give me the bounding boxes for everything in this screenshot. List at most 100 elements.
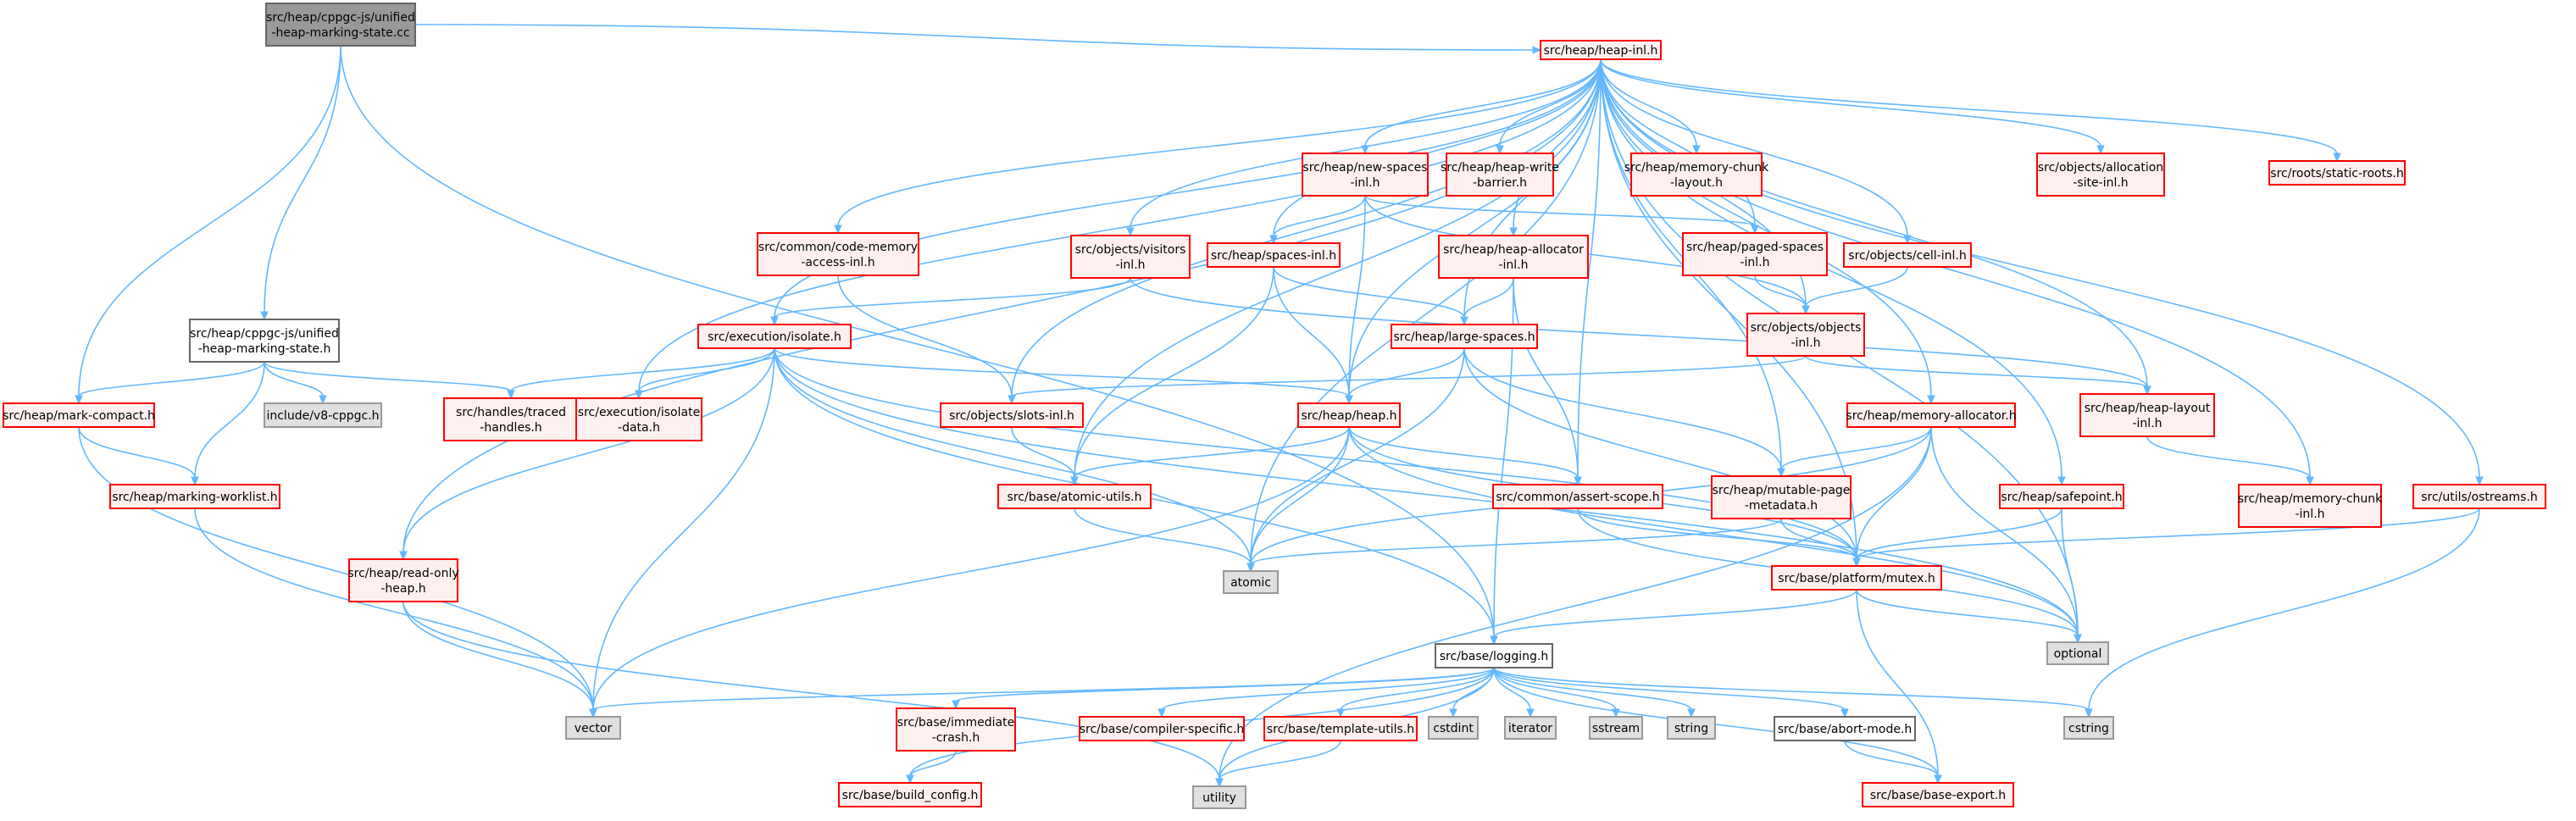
dependency-edge (194, 508, 597, 718)
node-label: src/objects/objects (1751, 321, 1862, 335)
edge-arrowhead (1687, 708, 1696, 718)
node-ostreams[interactable]: src/utils/ostreams.h (2412, 484, 2546, 509)
dependency-edge (635, 347, 775, 400)
dependency-edge (78, 426, 199, 486)
node-label: -metadata.h (1745, 499, 1818, 513)
node-visitors[interactable]: src/objects/visitors-inl.h (1070, 235, 1191, 279)
node-mutex[interactable]: src/base/platform/mutex.h (1771, 565, 1942, 591)
edge-arrowhead (952, 700, 960, 710)
node-atomicutils[interactable]: src/base/atomic-utils.h (997, 484, 1152, 509)
node-box (2079, 393, 2215, 437)
node-label: src/heap/memory-allocator.h (1846, 409, 2016, 423)
edge-arrowhead (319, 395, 327, 405)
node-box (1746, 313, 1865, 357)
node-box (1492, 484, 1663, 509)
node-compspec[interactable]: src/base/compiler-specific.h (1079, 716, 1245, 741)
node-staticroots[interactable]: src/roots/static-roots.h (2268, 160, 2406, 186)
node-assertscope[interactable]: src/common/assert-scope.h (1492, 484, 1663, 509)
node-memchunklayout[interactable]: src/heap/memory-chunk-layout.h (1624, 153, 1769, 197)
dependency-edge (1269, 195, 1366, 245)
node-label: -inl.h (1740, 256, 1769, 269)
node-box (1682, 232, 1828, 276)
node-label: string (1674, 722, 1708, 735)
node-readonly[interactable]: src/heap/read-only-heap.h (347, 558, 459, 602)
node-allocsite[interactable]: src/objects/allocation-site-inl.h (2036, 153, 2165, 197)
node-objectsinl[interactable]: src/objects/objects-inl.h (1746, 313, 1865, 357)
node-label: sstream (1592, 722, 1640, 735)
edge-arrowhead (1777, 468, 1785, 478)
dependency-edge (952, 667, 1495, 710)
node-box (757, 232, 919, 276)
node-logging[interactable]: src/base/logging.h (1435, 643, 1553, 668)
node-isolate[interactable]: src/execution/isolate.h (697, 324, 852, 349)
node-box (2268, 160, 2406, 186)
node-heaph[interactable]: src/heap/heap.h (1297, 402, 1401, 428)
node-markingworklist[interactable]: src/heap/marking-worklist.h (109, 484, 280, 509)
node-box (2238, 484, 2382, 528)
node-largespaces[interactable]: src/heap/large-spaces.h (1391, 324, 1538, 349)
node-label: -access-inl.h (801, 256, 874, 269)
dependency-edge (906, 750, 957, 785)
edge-arrowhead (75, 395, 83, 405)
node-spacesinl[interactable]: src/heap/spaces-inl.h (1207, 242, 1341, 268)
node-utility: utility (1192, 785, 1246, 809)
node-box (2412, 484, 2546, 509)
node-box (1223, 570, 1279, 594)
edge-arrowhead (635, 390, 643, 400)
node-label: src/heap/heap-write (1441, 161, 1559, 175)
node-box (1862, 782, 2014, 807)
node-slotsinl[interactable]: src/objects/slots-inl.h (940, 402, 1084, 428)
node-box (1589, 716, 1643, 740)
node-box (997, 484, 1152, 509)
node-heapwrite[interactable]: src/heap/heap-write-barrier.h (1441, 153, 1559, 197)
dependency-edge (2146, 435, 2314, 486)
node-box (1302, 153, 1429, 197)
node-safepoint[interactable]: src/heap/safepoint.h (1999, 484, 2124, 509)
node-buildconfig[interactable]: src/base/build_config.h (838, 782, 982, 807)
node-pagedspaces[interactable]: src/heap/paged-spaces-inl.h (1682, 232, 1828, 276)
node-heaplayout[interactable]: src/heap/heap-layout-inl.h (2079, 393, 2215, 437)
dependency-edge (1130, 277, 2151, 396)
node-cellinl[interactable]: src/objects/cell-inl.h (1843, 242, 1972, 268)
dependency-edge (1273, 266, 1353, 405)
node-label: src/heap/marking-worklist.h (112, 491, 277, 504)
node-label: src/heap/cppgc-js/unified (190, 327, 339, 341)
dependency-edge (264, 361, 515, 400)
node-unifiedh[interactable]: src/heap/cppgc-js/unified-heap-marking-s… (189, 319, 340, 363)
dependency-edge (1348, 426, 1582, 486)
node-codemem[interactable]: src/common/code-memory-access-inl.h (757, 232, 919, 276)
node-templutils[interactable]: src/base/template-utils.h (1263, 716, 1418, 741)
node-memalloc[interactable]: src/heap/memory-allocator.h (1846, 402, 2017, 428)
dependency-edge (1852, 508, 2062, 568)
node-immcrash[interactable]: src/base/immediate-crash.h (896, 707, 1016, 752)
node-newspaces[interactable]: src/heap/new-spaces-inl.h (1302, 153, 1429, 197)
node-baseexport[interactable]: src/base/base-export.h (1862, 782, 2014, 807)
dependency-edge (834, 58, 1602, 235)
node-heapinl[interactable]: src/heap/heap-inl.h (1540, 40, 1662, 60)
node-label: iterator (1508, 722, 1552, 735)
node-tracedhandles[interactable]: src/handles/traced-handles.h (443, 397, 579, 441)
node-mutablepage[interactable]: src/heap/mutable-page -metadata.h (1711, 475, 1852, 519)
dependency-edge (1805, 355, 2151, 396)
node-label: vector (575, 722, 613, 735)
node-label: src/heap/mutable-page (1713, 484, 1851, 497)
node-abortmode[interactable]: src/base/abort-mode.h (1774, 716, 1916, 741)
node-box (1428, 716, 1479, 740)
node-label: -barrier.h (1473, 176, 1527, 190)
dependency-edge (1600, 58, 2105, 155)
dependency-edge (1126, 58, 1602, 237)
node-cstring: cstring (2063, 716, 2114, 740)
dependency-edge (1930, 426, 2082, 644)
node-isolatedata[interactable]: src/execution/isolate-data.h (575, 397, 702, 441)
node-label: src/heap/new-spaces (1302, 161, 1427, 175)
node-label: src/handles/traced (456, 406, 566, 419)
node-heapalloc[interactable]: src/heap/heap-allocator-inl.h (1438, 235, 1589, 279)
node-label: src/heap/heap.h (1301, 409, 1396, 423)
node-v8cppgc: include/v8-cppgc.h (264, 402, 382, 428)
node-memchunkinl[interactable]: src/heap/memory-chunk-inl.h (2238, 484, 2383, 528)
node-box (443, 397, 579, 441)
node-markcompact[interactable]: src/heap/mark-compact.h (3, 402, 155, 428)
node-label: src/base/template-utils.h (1267, 723, 1414, 736)
edge-arrowhead (2057, 476, 2066, 486)
edge-arrowhead (2085, 708, 2093, 718)
